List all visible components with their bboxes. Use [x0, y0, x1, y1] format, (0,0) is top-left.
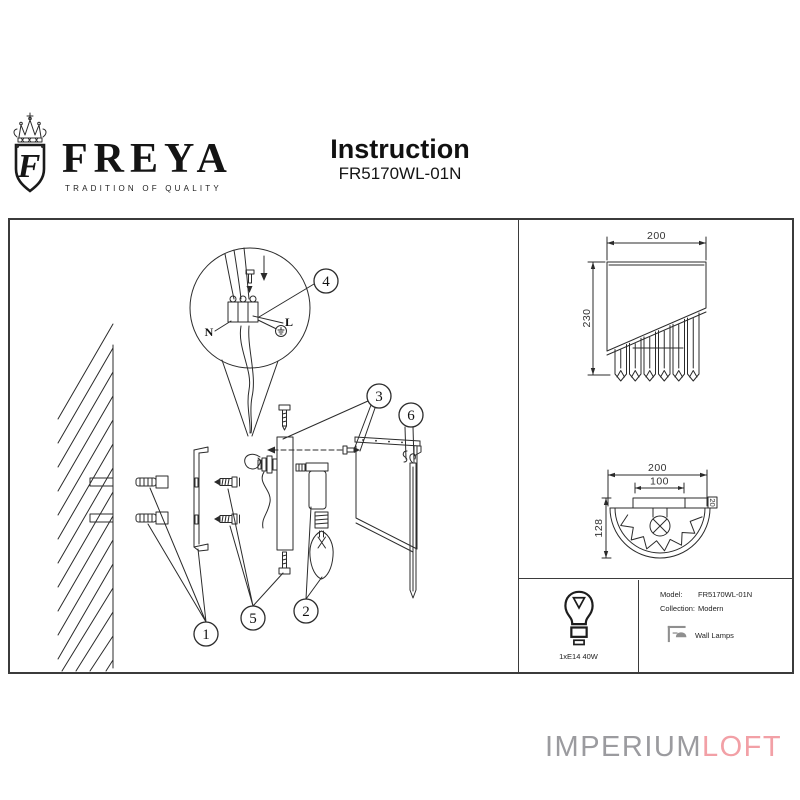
mounting-screw-2	[214, 513, 240, 525]
wall-plug-anchor-1	[135, 475, 169, 489]
wire-bundle	[239, 325, 251, 434]
top-width-dim: 200	[648, 462, 667, 474]
page-title: Instruction	[330, 134, 470, 164]
wall-lamp-icon	[667, 625, 687, 642]
top-screw	[278, 404, 291, 431]
edge-thickness-dim: 20	[708, 498, 717, 506]
bulb-position-mark	[649, 515, 671, 537]
top-depth-dim: 128	[593, 518, 605, 537]
mounting-bracket	[193, 446, 209, 552]
down-arrow-icon	[260, 255, 268, 281]
threaded-nipple	[257, 455, 278, 474]
spec-info-cell: Model: FR5170WL-01N Collection:Modern Wal…	[638, 579, 792, 672]
wall-anchor-hole	[89, 477, 114, 487]
alignment-dashed-leader	[267, 445, 360, 455]
lamp-socket	[305, 462, 329, 510]
callout-3: 3	[366, 383, 392, 409]
callout-5: 5	[240, 605, 266, 631]
callout-2: 2	[293, 598, 319, 624]
svg-text:3: 3	[375, 389, 383, 405]
freya-logo: F	[13, 112, 47, 193]
top-view-drawing: 200 100 20 128	[593, 462, 718, 559]
front-view-drawing: 200 230	[581, 230, 707, 382]
bulb-spec-label: 1xE14 40W	[559, 651, 598, 661]
live-label: L	[285, 315, 293, 329]
wire-hook	[244, 453, 261, 470]
side-cap	[295, 463, 306, 472]
dimension-drawings: 200 230	[581, 230, 718, 559]
collection-value: Modern	[698, 603, 724, 613]
spec-bulb-cell: 1xE14 40W	[520, 580, 638, 672]
spec-cell-divider	[638, 579, 639, 672]
panel-divider	[518, 220, 519, 672]
svg-text:2: 2	[302, 604, 310, 620]
wall-plug-anchor-2	[135, 511, 169, 525]
wire-bundle	[248, 325, 254, 434]
callout-4: 4	[313, 268, 339, 294]
mounting-screw-1	[214, 476, 240, 488]
watermark-primary: IMPERIUM	[545, 731, 702, 763]
callout-leader-lines	[147, 283, 415, 623]
shield-icon: F	[14, 143, 46, 193]
exploded-assembly-diagram: N L	[57, 247, 424, 672]
category-label: Wall Lamps	[695, 630, 734, 640]
candle-bulb	[309, 511, 334, 580]
model-value: FR5170WL-01N	[698, 589, 753, 599]
neutral-label: N	[205, 325, 214, 339]
spec-table-divider	[519, 578, 792, 579]
crown-icon	[13, 112, 47, 143]
bulb-icon	[563, 590, 594, 645]
page-model-number: FR5170WL-01N	[338, 164, 462, 183]
collection-row: Collection:Modern	[660, 604, 723, 613]
crystal-zigzag	[620, 514, 703, 552]
wiring-detail-circle	[189, 247, 311, 437]
front-width-dim: 200	[647, 230, 666, 242]
brand-name: FREYA	[62, 136, 233, 182]
wall-hatching	[57, 323, 114, 672]
callout-6: 6	[398, 402, 424, 428]
logo-letter: F	[17, 148, 41, 185]
model-label: Model:	[660, 589, 683, 599]
power-cord	[261, 471, 271, 529]
top-inner-width-dim: 100	[650, 476, 669, 488]
brand-tagline: TRADITION OF QUALITY	[65, 184, 222, 193]
watermark-accent: LOFT	[702, 731, 783, 763]
svg-text:1: 1	[202, 627, 210, 643]
wall-anchor-hole	[89, 513, 114, 523]
front-height-dim: 230	[581, 308, 593, 327]
brand-block: FREYA TRADITION OF QUALITY	[62, 138, 233, 193]
svg-text:5: 5	[249, 611, 257, 627]
crystal-rod	[402, 450, 417, 599]
bottom-screw	[278, 551, 291, 575]
callout-1: 1	[193, 621, 219, 647]
model-row: Model: FR5170WL-01N	[660, 590, 752, 599]
imperiumloft-watermark: IMPERIUMLOFT	[545, 731, 782, 764]
svg-text:4: 4	[322, 274, 330, 290]
ground-symbol-icon	[275, 325, 287, 337]
content-box: N L	[8, 218, 794, 674]
lamp-backplate	[276, 436, 294, 551]
terminal-screw-icon	[245, 269, 255, 293]
terminal-block-detail: N L	[205, 247, 293, 339]
svg-text:6: 6	[407, 408, 415, 424]
collection-label: Collection:	[660, 603, 696, 613]
